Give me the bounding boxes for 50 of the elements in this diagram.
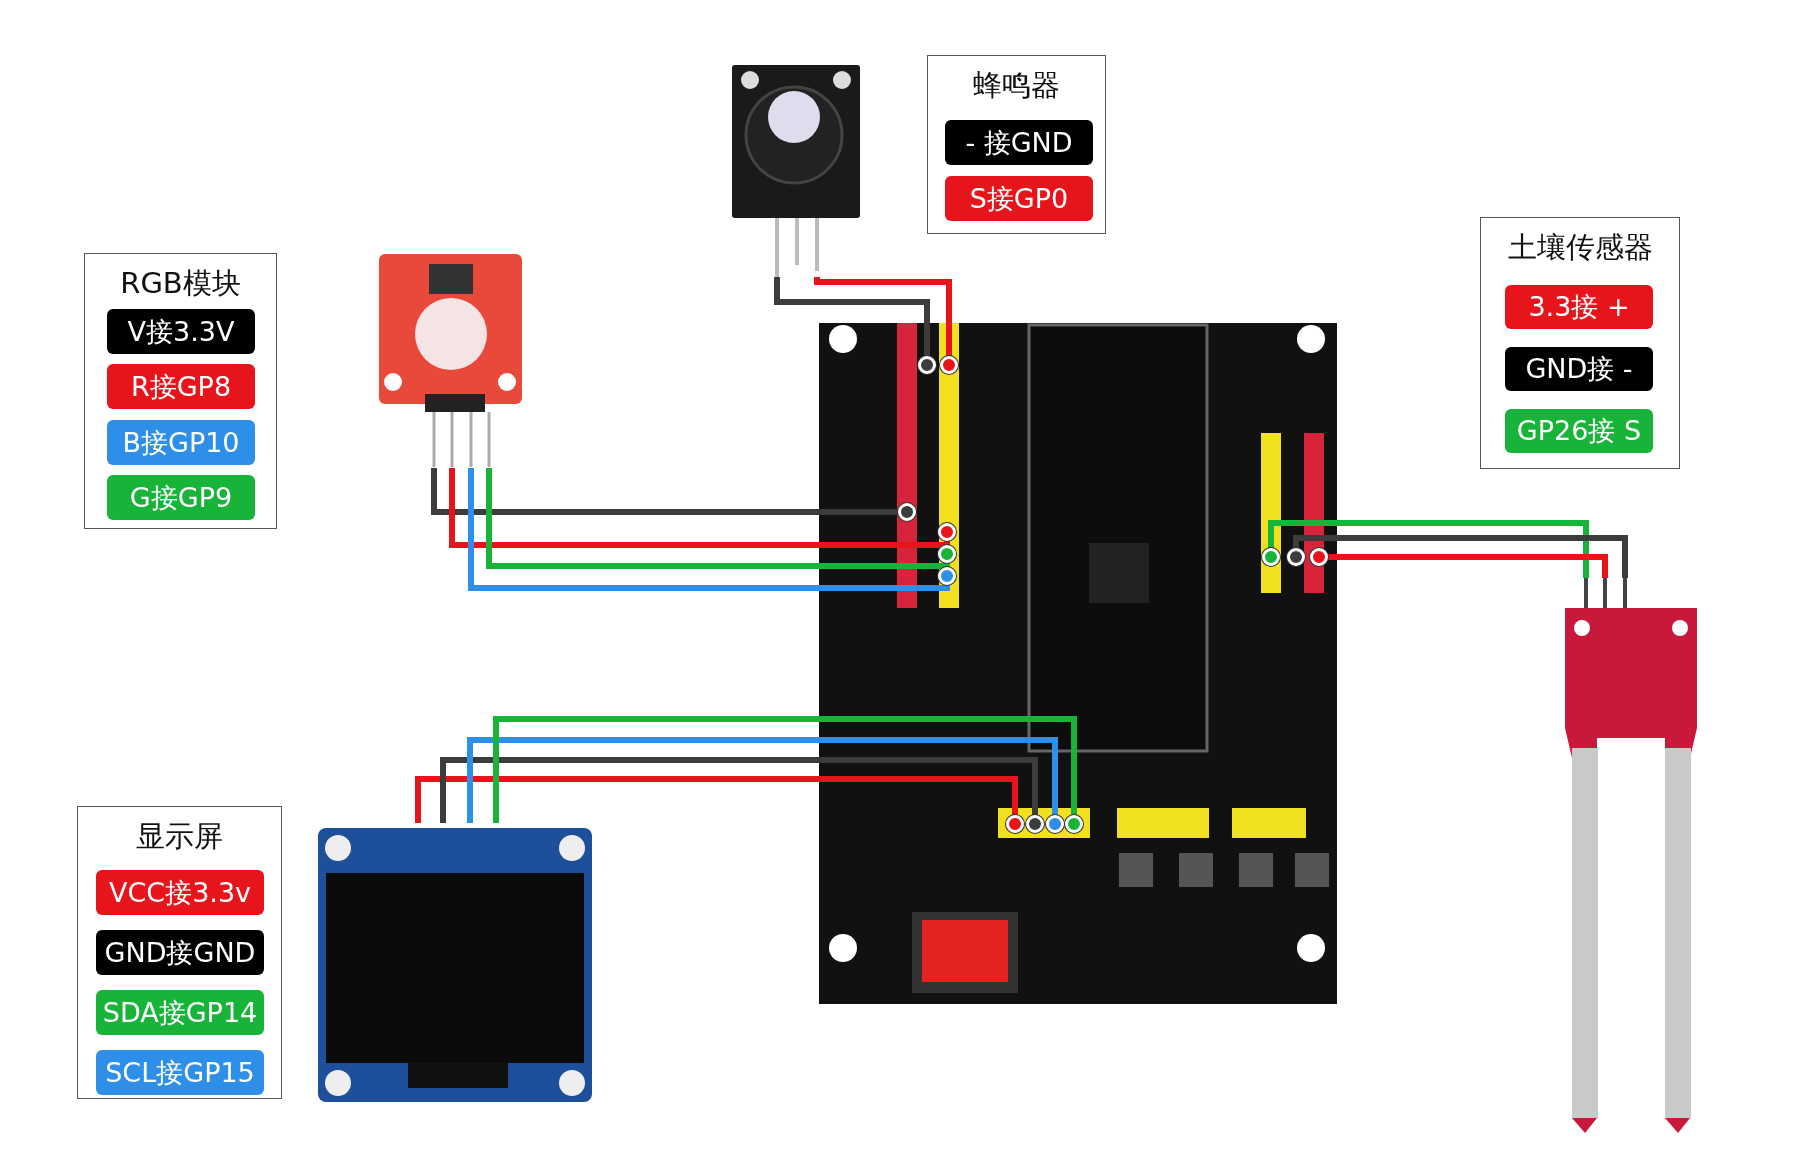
panel-heading: 土壤传感器: [1506, 229, 1654, 266]
wire: [449, 468, 950, 548]
pin-dot: [938, 523, 956, 541]
panel-heading: 显示屏: [135, 818, 224, 855]
pin-dot: [1310, 548, 1328, 566]
wiring-note-panel: [927, 55, 1106, 234]
wire: [1268, 520, 1589, 578]
pin-assignment-tag: GND接 -: [1505, 347, 1653, 391]
pin-dot: [898, 503, 916, 521]
pin-dot: [1006, 815, 1024, 833]
wire: [774, 277, 930, 356]
wiring-note-panel: [1480, 217, 1680, 469]
controller-board-drawing: [819, 323, 1337, 1004]
pin-dot: [1262, 548, 1280, 566]
wire: [467, 737, 1058, 823]
wire: [415, 776, 1018, 823]
pin-assignment-tag: B接GP10: [107, 420, 255, 465]
buzzer-module-drawing: [732, 65, 860, 277]
pin-assignment-tag: GND接GND: [96, 930, 264, 975]
wire: [814, 277, 952, 356]
pin-assignment-tag: VCC接3.3v: [96, 870, 264, 915]
wire: [493, 716, 1077, 823]
wire: [431, 468, 898, 515]
pin-dot: [938, 545, 956, 563]
panel-heading: RGB模块: [119, 265, 242, 302]
pin-assignment-tag: R接GP8: [107, 364, 255, 409]
pin-assignment-tag: V接3.3V: [107, 309, 255, 354]
pin-assignment-tag: SCL接GP15: [96, 1050, 264, 1095]
pin-dot: [1046, 815, 1064, 833]
pin-dot: [1287, 548, 1305, 566]
pin-dot: [1026, 815, 1044, 833]
wiring-note-panel: [84, 253, 277, 529]
led-module-drawing: [379, 254, 522, 468]
pin-assignment-tag: - 接GND: [945, 120, 1093, 165]
pin-dot: [1065, 815, 1083, 833]
wire: [1328, 554, 1608, 578]
wire: [468, 468, 950, 591]
panel-heading: 蜂鸣器: [972, 67, 1061, 104]
wire: [440, 757, 1038, 823]
pin-dot: [938, 567, 956, 585]
wiring-note-panel: [77, 806, 282, 1099]
wire: [1293, 535, 1628, 578]
pin-dot: [940, 356, 958, 374]
pin-dot: [918, 356, 936, 374]
pin-assignment-tag: G接GP9: [107, 475, 255, 520]
pin-assignment-tag: SDA接GP14: [96, 990, 264, 1035]
pin-assignment-tag: S接GP0: [945, 176, 1093, 221]
wire: [486, 468, 950, 569]
pin-assignment-tag: 3.3接 +: [1505, 285, 1653, 329]
pin-assignment-tag: GP26接 S: [1505, 409, 1653, 453]
